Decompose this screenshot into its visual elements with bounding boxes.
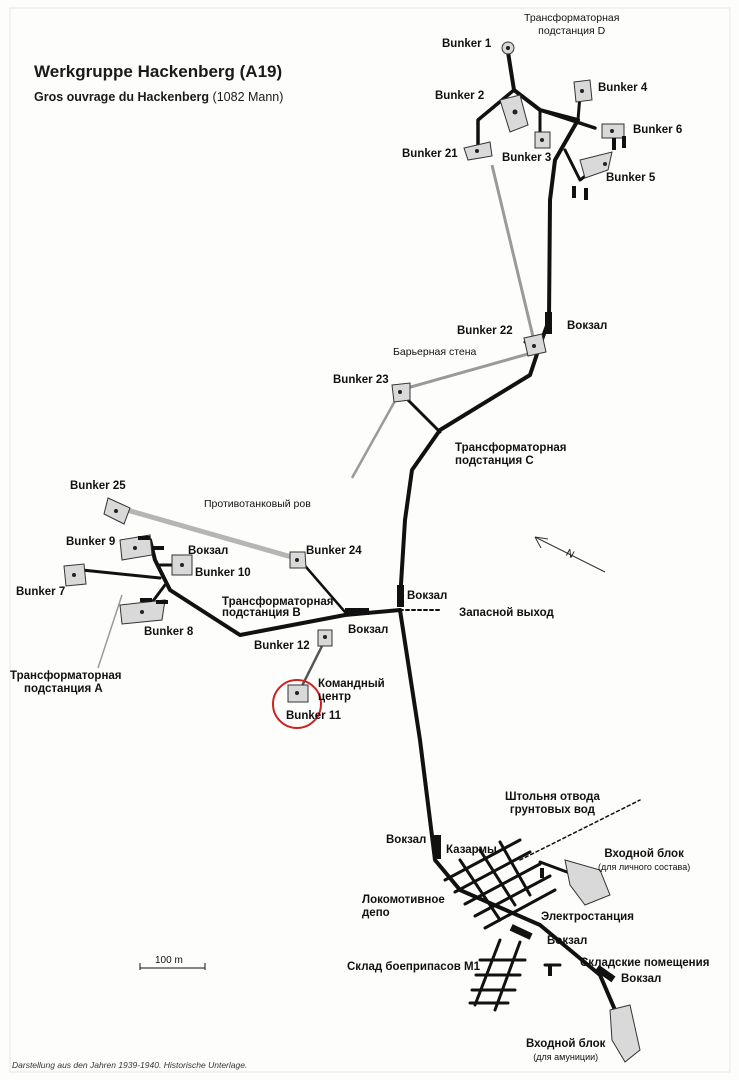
station-low-mark (434, 835, 441, 859)
north-arrow-icon (534, 536, 606, 573)
label-power-plant: Электростанция (541, 911, 634, 923)
barrier-walls (97, 164, 537, 669)
barrier-wall-line (399, 350, 536, 392)
label-barrier-wall: Барьерная стена (393, 346, 477, 358)
label-bunker-24: Bunker 24 (306, 545, 362, 557)
tunnel-bunker6 (538, 108, 597, 130)
label-trafo-a: Трансформаторная подстанция A (10, 670, 122, 695)
block-entry-ammo (609, 1004, 641, 1063)
label-ammo-depot: Склад боеприпасов М1 (347, 961, 480, 973)
label-trafo-b: Трансформаторная подстанция B (222, 596, 334, 619)
label-station-bottom: Вокзал (621, 973, 662, 985)
label-bunker-2: Bunker 2 (435, 90, 485, 102)
barracks-grid (443, 838, 557, 930)
label-bunker-7: Bunker 7 (16, 586, 66, 598)
station-m1-mark (509, 924, 533, 940)
tunnel-bunker7 (80, 568, 162, 580)
tunnel-bunker24 (298, 558, 347, 614)
label-bunker-22: Bunker 22 (457, 325, 513, 337)
label-bunker-1: Bunker 1 (442, 38, 492, 50)
subtitle-main: Gros ouvrage du Hackenberg (34, 90, 210, 104)
label-station-junction: Вокзал (407, 590, 448, 602)
label-trafo-d: Трансформаторная подстанция D (524, 12, 620, 37)
label-bunker-11: Bunker 11 (286, 710, 341, 722)
antitank-ditch-line (119, 505, 296, 561)
wall-north (490, 164, 537, 346)
label-bunker-9: Bunker 9 (66, 536, 116, 548)
label-entry-ammo: Входной блок (для амуниции) (526, 1038, 606, 1062)
label-loco-depot: Локомотивное депо (362, 894, 445, 919)
label-station-b: Вокзал (348, 624, 389, 636)
tunnels (80, 50, 641, 1012)
map-subtitle: Gros ouvrage du Hackenberg (1082 Mann) (34, 90, 283, 104)
bunker-blocks (63, 41, 641, 1063)
label-station-top: Вокзал (567, 320, 608, 332)
label-bunker-21: Bunker 21 (402, 148, 458, 160)
map-credit: Darstellung aus den Jahren 1939-1940. Hi… (12, 1060, 248, 1070)
label-entry-personnel: Входной блок (для личного состава) (598, 848, 691, 872)
wall-trafo-a (97, 594, 123, 669)
turret-marks (138, 136, 626, 976)
label-trafo-c: Трансформаторная подстанция C (455, 442, 567, 467)
label-bunker-4: Bunker 4 (598, 82, 648, 94)
block-entry-personnel (564, 859, 611, 906)
label-emergency-exit: Запасной выход (459, 607, 554, 619)
label-station-m1: Вокзал (547, 935, 588, 947)
label-station-west: Вокзал (188, 545, 229, 557)
drain-tunnel (519, 799, 641, 861)
scale-label: 100 m (155, 955, 183, 966)
scale-bar (139, 963, 206, 970)
station-markers (345, 312, 616, 983)
map-frame (9, 7, 731, 1073)
label-bunker-10: Bunker 10 (195, 567, 251, 579)
label-bunker-12: Bunker 12 (254, 640, 310, 652)
station-junction-mark (397, 585, 404, 607)
subtitle-garrison: (1082 Mann) (212, 90, 284, 104)
station-bottom-mark (595, 964, 616, 983)
label-command-center: Командный центр (318, 678, 385, 703)
block-bunker-5 (579, 151, 613, 179)
label-bunker-8: Bunker 8 (144, 626, 194, 638)
ammo-depot-grid (468, 938, 527, 1012)
label-barracks: Казармы (446, 844, 497, 856)
label-antitank-ditch: Противотанковый ров (204, 498, 311, 510)
label-bunker-3: Bunker 3 (502, 152, 552, 164)
label-storage: Складские помещения (580, 957, 710, 969)
station-west-mark (345, 608, 369, 615)
label-station-low: Вокзал (386, 834, 427, 846)
label-bunker-25: Bunker 25 (70, 480, 126, 492)
label-bunker-6: Bunker 6 (633, 124, 683, 136)
wall-west (350, 391, 402, 479)
highlight-bunker-11 (272, 679, 322, 729)
label-bunker-5: Bunker 5 (606, 172, 656, 184)
label-drain-tunnel: Штольня отвода грунтовых вод (505, 791, 600, 816)
label-bunker-23: Bunker 23 (333, 374, 389, 386)
map-title: Werkgruppe Hackenberg (A19) (34, 62, 283, 81)
station-top-mark (545, 312, 552, 334)
